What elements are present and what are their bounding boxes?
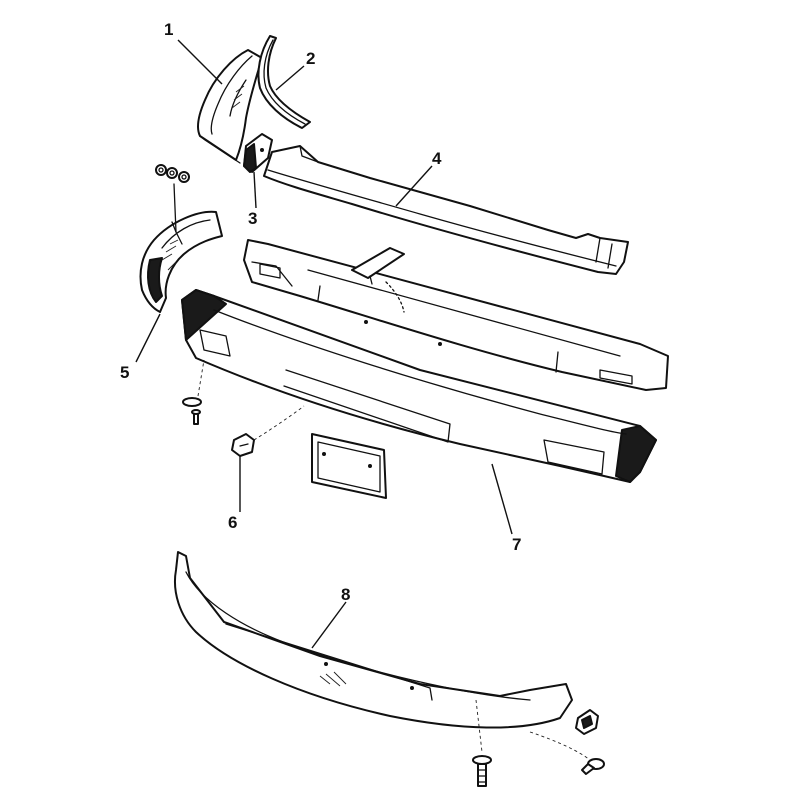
part-7-main-bumper (181, 289, 657, 483)
callout-5: 5 (120, 363, 129, 382)
screw-right (529, 731, 605, 775)
part-3-bracket (243, 133, 273, 173)
callout-labels: 1 2 3 4 5 6 7 8 (120, 20, 521, 604)
callout-7: 7 (512, 535, 521, 554)
bumper-armature (243, 239, 669, 391)
captive-nut-right (575, 709, 599, 735)
armature-bracket (351, 247, 405, 313)
callout-6: 6 (228, 513, 237, 532)
leader-lines (135, 39, 513, 649)
part-8-lower-valance (174, 551, 573, 729)
number-plate (311, 433, 387, 499)
part-1-corner-overrider (196, 49, 263, 164)
screw-washer-left (182, 359, 205, 425)
callout-4: 4 (432, 149, 442, 168)
part-5-lower-corner-overrider (139, 210, 223, 313)
callout-3: 3 (248, 209, 257, 228)
callout-8: 8 (341, 585, 350, 604)
nuts-washers (155, 164, 190, 233)
bottom-bolt (472, 699, 492, 787)
callout-1: 1 (164, 20, 173, 39)
callout-2: 2 (306, 49, 315, 68)
part-6-clip (231, 405, 305, 457)
part-2-finisher-strip (257, 35, 311, 129)
part-4-upper-bumper-blade (263, 145, 629, 275)
